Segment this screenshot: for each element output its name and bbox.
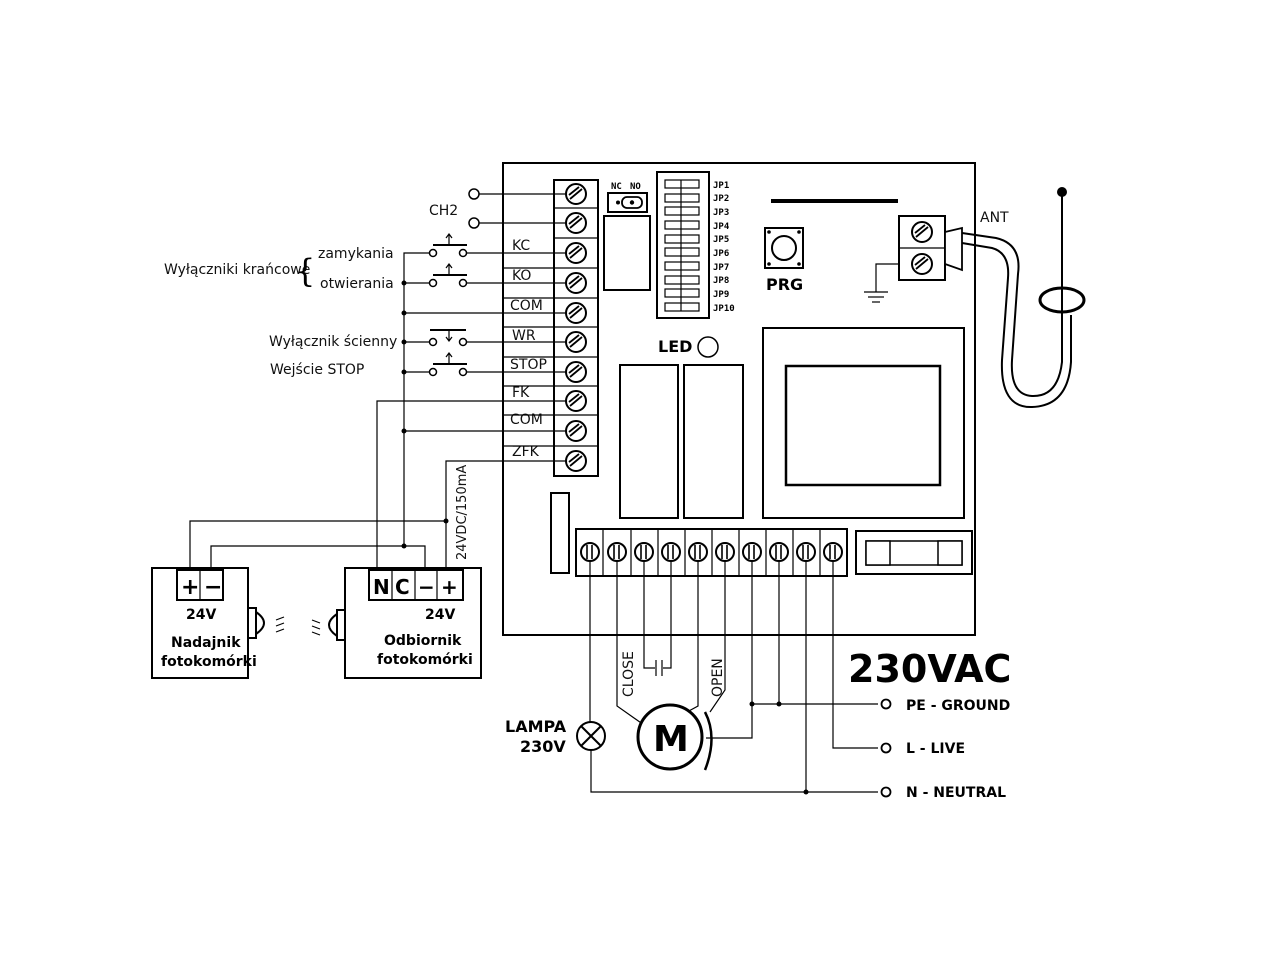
jumper-label: JP9 [713, 290, 729, 300]
ch2-inputs [468, 188, 566, 229]
antenna [961, 187, 1086, 409]
wire-supply-minus [210, 545, 426, 570]
ground-label: PE - GROUND [906, 698, 1010, 714]
motor-icon [636, 703, 713, 771]
wire-neutral [590, 750, 878, 793]
jumper-label: JP8 [713, 276, 729, 286]
mains-terminals [880, 698, 892, 798]
prg-label: PRG [766, 275, 803, 294]
transmitter-name-2: fotokomórki [161, 654, 257, 670]
opening-label: otwierania [320, 276, 394, 292]
neutral-label: N - NEUTRAL [906, 785, 1006, 801]
terminal-label-com-2: COM [510, 412, 543, 428]
receiver-c: C [395, 575, 410, 599]
terminal-label-kc: KC [512, 238, 530, 254]
terminal-label-zfk: ZFK [512, 444, 540, 460]
bottom-terminal-block [575, 528, 848, 577]
transformer [762, 327, 965, 519]
mains-label: 230VAC [848, 647, 1011, 691]
jumper-label: JP4 [713, 222, 730, 232]
transmitter-lens-icon [247, 607, 285, 639]
brace-icon: { [295, 252, 315, 290]
live-label: L - LIVE [906, 741, 965, 757]
closing-label: zamykania [318, 246, 394, 262]
prg-button [764, 227, 804, 269]
limit-switches-label: Wyłączniki krańcowe [164, 262, 310, 278]
receiver-n: N [373, 575, 390, 599]
ground-symbol [864, 263, 899, 303]
transmitter-voltage: 24V [186, 607, 216, 623]
jumper-label: JP2 [713, 194, 729, 204]
terminal-label-stop: STOP [510, 357, 547, 373]
motor-label: M [653, 719, 689, 760]
receiver-name-2: fotokomórki [377, 652, 473, 668]
stop-switch [428, 352, 566, 377]
terminal-label-com: COM [510, 298, 543, 314]
supply-label: 24VDC/150mA [455, 465, 470, 560]
ch2-label: CH2 [429, 203, 458, 219]
transmitter-plus: + [181, 575, 199, 600]
jumper-label: JP7 [713, 263, 729, 273]
ant-label: ANT [980, 210, 1009, 226]
fuse [855, 530, 973, 575]
board-component [550, 492, 570, 574]
transmitter-name-1: Nadajnik [171, 635, 241, 651]
terminal-label-ko: KO [512, 268, 531, 284]
jumper-labels: JP1 JP2 JP3 JP4 JP5 JP6 JP7 JP8 JP9 JP10 [713, 181, 735, 314]
lamp-icon [576, 721, 606, 751]
wall-switch-label: Wyłącznik ścienny [269, 334, 397, 350]
wire-zfk [445, 460, 566, 570]
photocell-receiver [344, 567, 482, 679]
wall-switch [428, 329, 566, 347]
relay-1 [619, 364, 679, 519]
motor-wires [616, 561, 878, 795]
wire-supply-plus [189, 520, 446, 570]
lamp-voltage-label: 230V [520, 737, 566, 756]
relay [603, 215, 651, 291]
stop-input-label: Wejście STOP [270, 362, 364, 378]
transmitter-minus: − [204, 575, 222, 600]
jumper-label: JP3 [713, 208, 729, 218]
open-label: OPEN [710, 658, 726, 697]
jumper-block [656, 171, 710, 319]
terminal-labels: KC KO COM WR STOP FK COM ZFK [510, 238, 547, 460]
left-terminal-block [553, 179, 599, 477]
jumper-label: JP6 [713, 249, 729, 259]
receiver-lens-icon [311, 609, 346, 641]
limit-switch-closing [428, 233, 566, 258]
nc-no-selector: NC NO [607, 182, 648, 213]
jumper-label: JP10 [713, 304, 735, 314]
jumper-label: JP1 [713, 181, 729, 191]
led-indicator [697, 336, 719, 358]
lamp-label: LAMPA [505, 717, 567, 736]
terminal-separators [502, 267, 554, 447]
jumper-label: JP5 [713, 235, 729, 245]
wire-fk [376, 400, 566, 570]
receiver-plus: + [441, 575, 458, 599]
receiver-minus: − [418, 575, 435, 599]
receiver-name-1: Odbiornik [384, 633, 462, 649]
limit-switch-opening [428, 263, 566, 288]
terminal-label-wr: WR [512, 328, 536, 344]
common-bus [403, 252, 433, 546]
led-label: LED [658, 337, 692, 356]
no-label: NO [630, 182, 641, 192]
terminal-label-fk: FK [512, 385, 530, 401]
close-label: CLOSE [621, 651, 637, 697]
photocell-transmitter [151, 567, 249, 679]
receiver-voltage: 24V [425, 607, 455, 623]
relay-2 [683, 364, 744, 519]
nc-label: NC [611, 182, 622, 192]
antenna-terminals [898, 215, 963, 281]
